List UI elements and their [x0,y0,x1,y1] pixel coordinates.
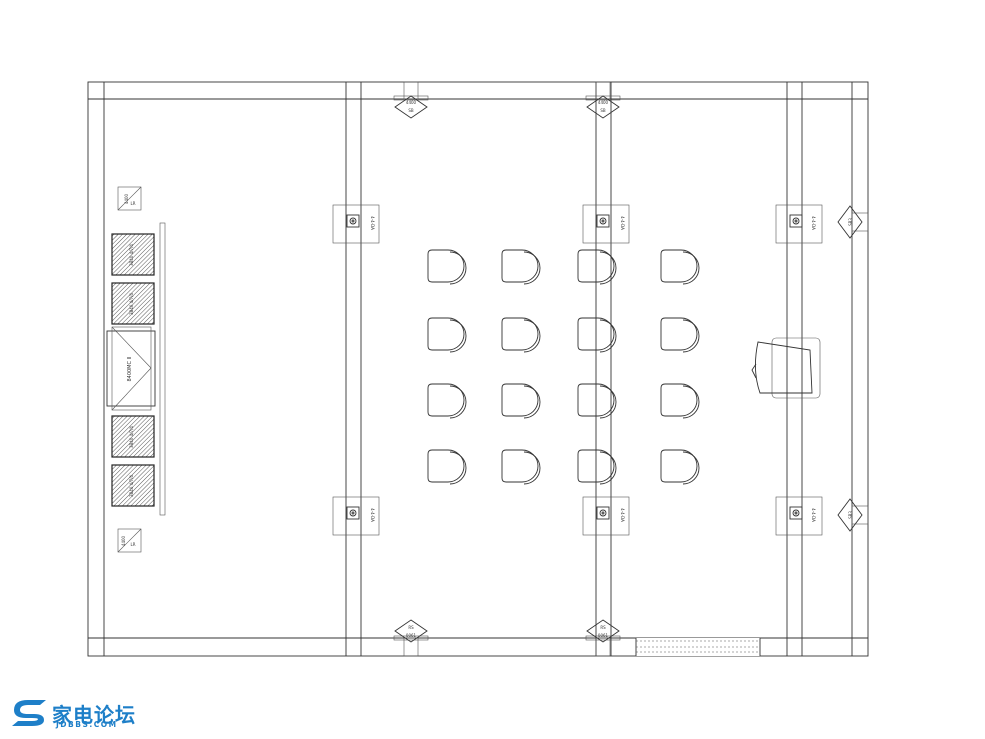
front-speaker-2: 3B40 4/7/4 [111,282,155,325]
sub-label-left: 4400 [406,100,417,105]
sub-unit-left: SB [408,108,414,113]
side-speaker-upper: SB3 [837,205,869,239]
seat [427,249,467,285]
rack-label: 3B40 4/7/4 [129,426,134,448]
center-speaker: 8400MC II [106,326,156,411]
ceiling-speaker-label: 4-4-DA [811,508,816,522]
side-speaker-lower: SB3 [837,498,869,532]
front-speaker-4: 3B40 4/7/4 [111,464,155,507]
rack-label: 3B40 4/7/4 [129,475,134,497]
seat [577,317,617,353]
seat [501,383,541,419]
seat [577,249,617,285]
front-wall-equipment: 4400 LR 4400 LR 3B40 4/7/4 3B40 4/7/4 84… [106,186,166,553]
sub-unit-right: SB [600,108,606,113]
seat [501,449,541,485]
seat [427,317,467,353]
seat [501,249,541,285]
subwoofer-marker-right: 4400 SB [585,81,621,119]
ceiling-speaker-front-mid: 4-4-DA [582,204,630,244]
subwoofer-marker-left: 4400 SB [393,81,429,119]
seat [660,249,700,285]
site-logo[interactable]: 家电论坛 JDBBS.COM [10,696,140,732]
ceiling-beams [345,82,803,656]
room-walls [87,81,869,657]
seat [660,317,700,353]
bottom-unit-right: RS [600,625,606,630]
center-label: 8400MC II [127,356,133,381]
bottom-marker-left: RS 0061 [393,619,429,657]
seating-area [427,249,700,485]
ceiling-speaker-front-left: 4-4-DA [332,204,380,244]
sub-label-right: 4400 [598,100,609,105]
ceiling-speaker-label: 4-4-DA [620,508,625,522]
seat [577,383,617,419]
front-speaker-1: 3B40 4/7/4 [111,233,155,276]
ceiling-speaker-rear-mid: 4-4-DA [582,496,630,536]
logo-subtext: JDBBS.COM [56,720,118,729]
ceiling-speaker-rear-right: 4-4-DA [775,496,823,536]
bottom-unit-left: RS [408,625,414,630]
bottom-label-right: 0061 [598,633,609,638]
seat [660,449,700,485]
seat [660,383,700,419]
ceiling-speaker-front-right: 4-4-DA [775,204,823,244]
projector [751,337,821,399]
surround-label: 4400 [124,193,129,204]
surround-label: 4400 [121,535,126,546]
ceiling-speaker-label: 4-4-DA [811,216,816,230]
bottom-marker-right: RS 0061 [585,619,621,657]
seat [577,449,617,485]
ceiling-speaker-label: 4-4-DA [370,508,375,522]
rack-label: 3B40 4/7/4 [129,293,134,315]
front-speaker-3: 3B40 4/7/4 [111,415,155,458]
rack-label: 3B40 4/7/4 [129,244,134,266]
ceiling-speaker-label: 4-4-DA [620,216,625,230]
seat [427,383,467,419]
seat [501,317,541,353]
surround-box-top: 4400 LR [117,186,142,211]
surround-box-bottom: 4400 LR [117,528,142,553]
logo-text: 家电论坛 [52,703,136,727]
side-label-upper: SB3 [848,218,853,226]
doorway [635,638,761,656]
ceiling-speaker-label: 4-4-DA [370,216,375,230]
ceiling-speaker-rear-left: 4-4-DA [332,496,380,536]
surround-sub: LR [130,201,135,206]
jdbbs-logo-icon [12,700,46,726]
side-label-lower: SB3 [848,511,853,519]
surround-sub: LR [130,542,135,547]
bottom-label-left: 0061 [406,633,417,638]
seat [427,449,467,485]
